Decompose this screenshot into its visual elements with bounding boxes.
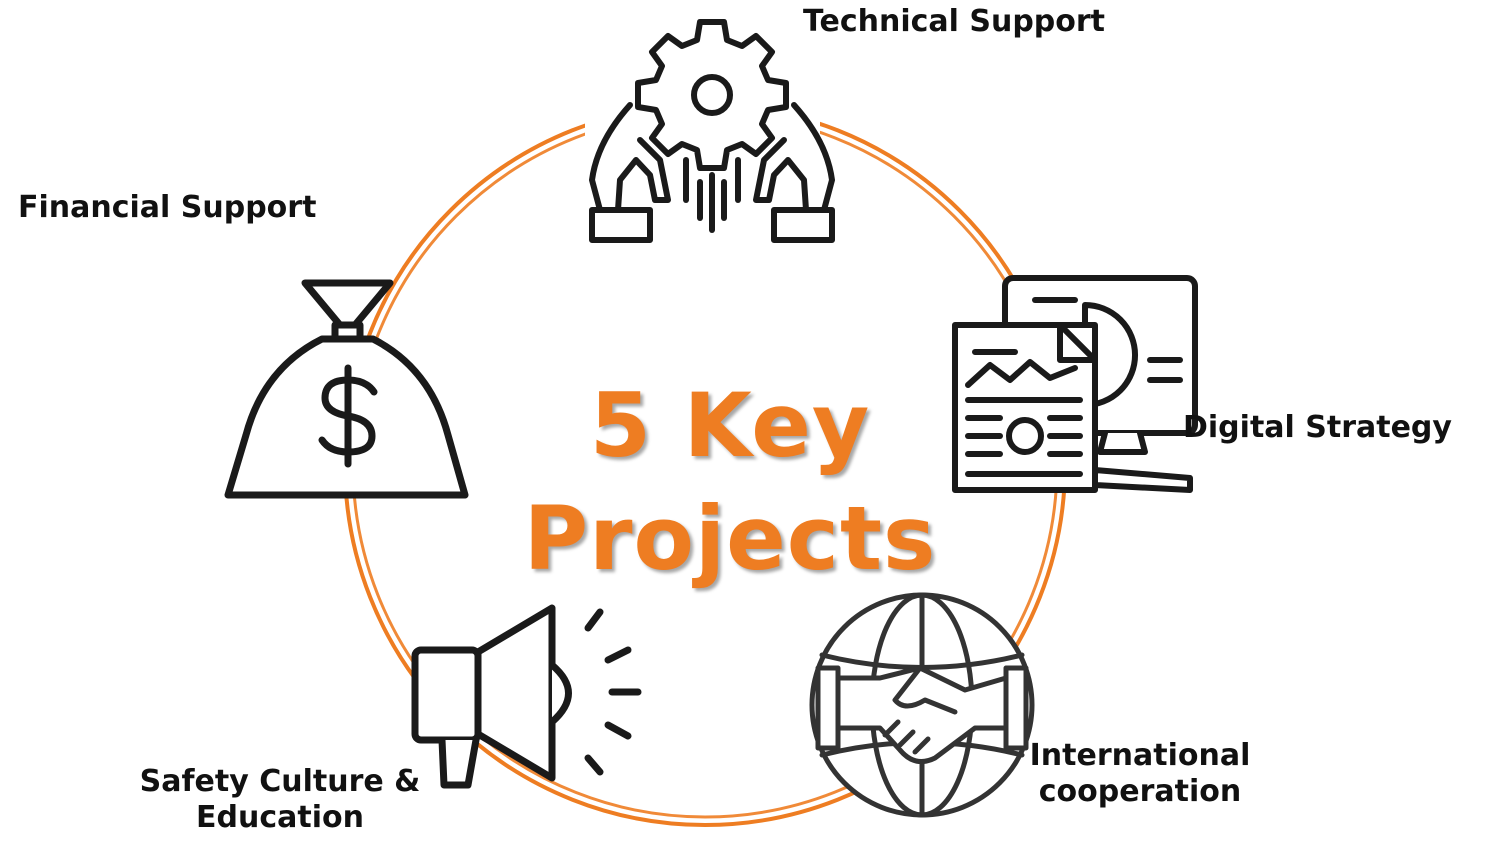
safety-culture-line-2: Education [196,800,364,835]
title-line-1: 5 Key [589,374,871,477]
financial-support-label: Financial Support [18,190,317,225]
dashboard-monitor-icon [952,275,1198,493]
money-bag-icon [224,279,469,499]
technical-support-label: Technical Support [803,4,1106,39]
megaphone-icon [411,604,642,789]
international-cooperation-label: International cooperation [1010,738,1270,810]
center-title: 5 Key Projects [480,370,980,595]
safety-culture-line-1: Safety Culture & [139,764,421,799]
digital-strategy-label: Digital Strategy [1183,410,1452,445]
international-cooperation-line-2: cooperation [1038,774,1242,809]
title-line-2: Projects [523,486,937,590]
globe-handshake-icon [809,592,1035,818]
gear-hands-icon [585,19,835,243]
safety-culture-label: Safety Culture & Education [110,764,450,836]
international-cooperation-line-1: International [1029,738,1251,773]
